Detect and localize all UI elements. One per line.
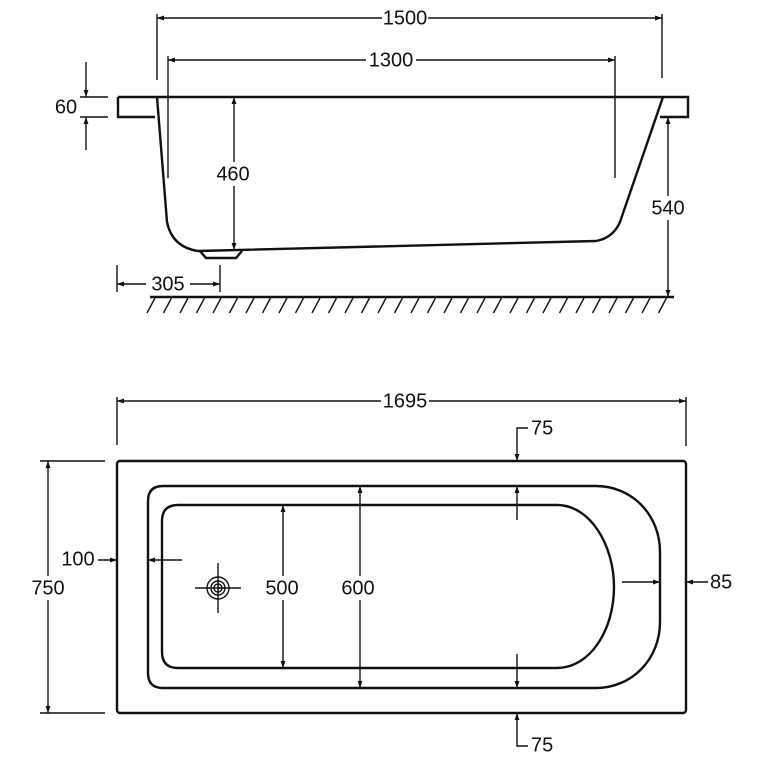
hatch-line: [377, 297, 387, 314]
dimension-1300: 1300: [167, 48, 616, 178]
dimension-60: 60: [55, 62, 108, 150]
hatch-line: [410, 297, 420, 314]
hatch-line: [558, 297, 569, 314]
dimension-305: 305: [116, 265, 221, 296]
hatch-line: [426, 297, 437, 314]
dimension-750: 750: [28, 460, 105, 714]
hatch-line: [228, 297, 239, 314]
dimension-100: 100: [61, 548, 182, 570]
hatch-line: [492, 297, 503, 314]
hatch-line: [261, 297, 272, 314]
hatch-line: [575, 297, 585, 314]
hatch-line: [608, 297, 618, 314]
drain-icon: [195, 563, 241, 613]
side-view: 1500 1300 60 460 540: [55, 6, 691, 314]
hatch-line: [525, 297, 536, 314]
hatch-line: [624, 297, 635, 314]
dim-label-750: 750: [31, 577, 64, 599]
hatch-line: [360, 297, 371, 314]
inner-basin-outline: [160, 503, 616, 670]
dim-label-600: 600: [341, 577, 374, 599]
dimension-85: 85: [622, 571, 732, 593]
hatch-line: [146, 297, 156, 314]
dim-label-500: 500: [265, 577, 298, 599]
dim-label-540: 540: [651, 197, 684, 219]
floor-hatch: [146, 295, 674, 314]
hatch-line: [591, 297, 602, 314]
dimension-540: 540: [645, 117, 691, 297]
hatch-line: [459, 297, 470, 314]
hatch-line: [641, 297, 651, 314]
hatch-line: [278, 297, 288, 314]
hatch-line: [179, 297, 189, 314]
hatch-line: [245, 297, 255, 314]
hatch-line: [443, 297, 453, 314]
hatch-line: [195, 297, 206, 314]
dimension-600: 600: [336, 486, 382, 688]
dim-label-460: 460: [216, 163, 249, 185]
plan-view: 1695 750 500 600 75: [28, 389, 732, 756]
dim-label-75-top: 75: [531, 417, 553, 439]
hatch-line: [327, 297, 338, 314]
dim-label-100: 100: [61, 548, 94, 570]
hatch-line: [509, 297, 519, 314]
hatch-line: [162, 297, 173, 314]
basin-outline: [146, 484, 662, 690]
hatch-line: [542, 297, 552, 314]
dim-label-75-bottom: 75: [531, 734, 553, 756]
drain-foot: [199, 250, 243, 260]
dim-label-1500: 1500: [383, 7, 428, 29]
hatch-line: [476, 297, 486, 314]
dim-label-85: 85: [710, 571, 732, 593]
hatch-line: [657, 297, 668, 314]
dimension-500: 500: [260, 505, 306, 668]
hatch-line: [294, 297, 305, 314]
dimension-1500: 1500: [156, 6, 663, 80]
dim-label-1695: 1695: [383, 390, 428, 412]
hatch-line: [393, 297, 404, 314]
hatch-line: [212, 297, 222, 314]
dim-label-1300: 1300: [369, 49, 414, 71]
tub-profile: [116, 95, 690, 253]
dimension-75-top: 75: [514, 417, 553, 520]
dim-label-305: 305: [151, 273, 184, 295]
dimension-75-bottom: 75: [514, 654, 553, 756]
dimension-1695: 1695: [116, 389, 687, 446]
dimension-460: 460: [211, 97, 257, 250]
hatch-line: [344, 297, 354, 314]
dim-label-60: 60: [55, 96, 77, 118]
outer-rim: [115, 459, 688, 715]
hatch-line: [311, 297, 321, 314]
